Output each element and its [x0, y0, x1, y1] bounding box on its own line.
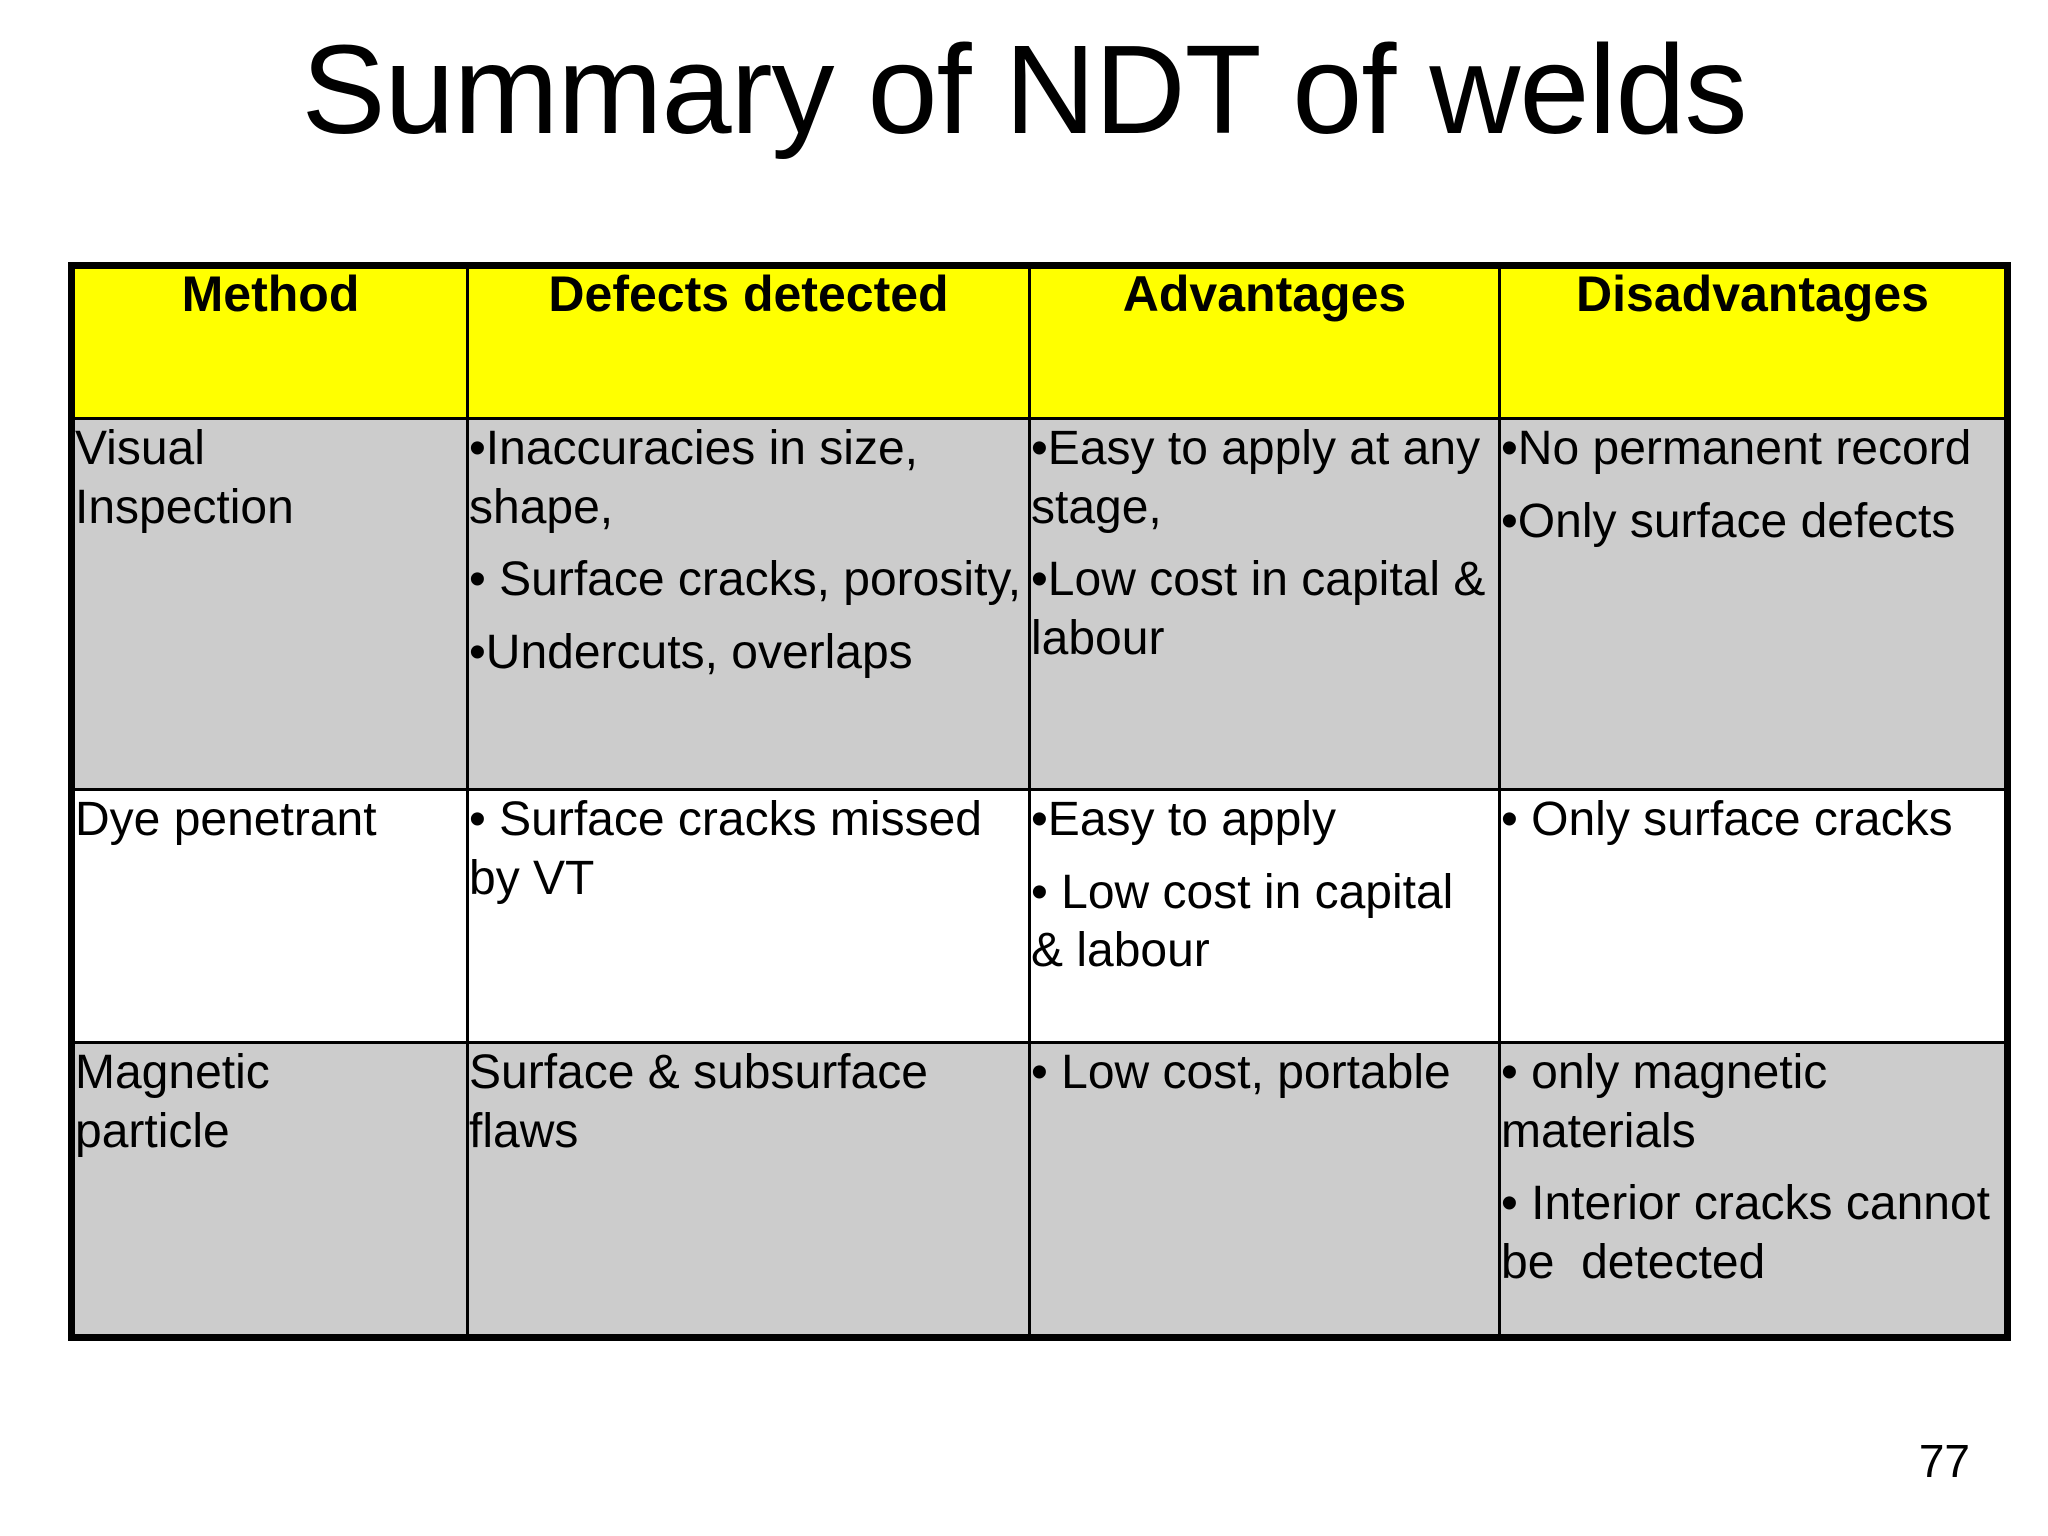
- cell-paragraph: • Interior cracks cannot be detected: [1501, 1177, 2004, 1289]
- cell-advantages: •Easy to apply • Low cost in capital & la…: [1028, 788, 1501, 1044]
- cell-disadvantages: •No permanent record •Only surface defect…: [1498, 417, 2009, 791]
- cell-method: Dye penetrant: [70, 788, 469, 1044]
- cell-paragraph: •Low cost in capital & labour: [1031, 553, 1499, 665]
- table-body: Visual Inspection •Inaccuracies in size,…: [70, 417, 2009, 1339]
- column-header-disadvantages: Disadvantages: [1498, 264, 2009, 420]
- cell-paragraph: • Only surface cracks: [1501, 793, 1953, 846]
- column-header-defects: Defects detected: [466, 264, 1031, 420]
- table-header: Method Defects detected Advantages Disad…: [70, 264, 2009, 420]
- table-row: Dye penetrant • Surface cracks missed by…: [70, 788, 2009, 1044]
- slide-page-number: 77: [1918, 1435, 1970, 1487]
- cell-paragraph: • Surface cracks missed by VT: [469, 793, 996, 905]
- cell-defects: •Inaccuracies in size, shape, • Surface c…: [466, 417, 1031, 791]
- cell-paragraph: • Low cost, portable: [1031, 1046, 1451, 1099]
- cell-paragraph: •Only surface defects: [1501, 494, 1956, 548]
- cell-advantages: •Easy to apply at any stage, •Low cost in…: [1028, 417, 1501, 791]
- column-header-method: Method: [70, 264, 469, 420]
- cell-method: Magnetic particle: [70, 1041, 469, 1339]
- cell-paragraph: •Easy to apply at any stage,: [1031, 422, 1494, 534]
- cell-advantages: • Low cost, portable: [1028, 1041, 1501, 1339]
- cell-paragraph: Visual Inspection: [75, 422, 294, 534]
- table-header-row: Method Defects detected Advantages Disad…: [70, 264, 2009, 420]
- table-row: Magnetic particle Surface & subsurface f…: [70, 1041, 2009, 1339]
- cell-paragraph: Surface & subsurface flaws: [469, 1046, 942, 1158]
- page-title: Summary of NDT of welds: [301, 19, 1747, 160]
- cell-disadvantages: • only magnetic materials • Interior crac…: [1498, 1041, 2009, 1339]
- cell-paragraph: • only magnetic materials: [1501, 1046, 1841, 1158]
- cell-paragraph: • Surface cracks, porosity,: [469, 553, 1022, 607]
- cell-defects: • Surface cracks missed by VT: [466, 788, 1031, 1044]
- cell-paragraph: • Low cost in capital & labour: [1031, 865, 1467, 978]
- cell-paragraph: •Easy to apply: [1031, 793, 1336, 846]
- ndt-summary-table: Method Defects detected Advantages Disad…: [68, 262, 2011, 1341]
- cell-paragraph: •Undercuts, overlaps: [469, 625, 913, 679]
- cell-paragraph: Magnetic particle: [75, 1046, 270, 1158]
- cell-paragraph: •Inaccuracies in size, shape,: [469, 422, 932, 534]
- cell-disadvantages: • Only surface cracks: [1498, 788, 2009, 1044]
- cell-paragraph: Dye penetrant: [75, 793, 377, 846]
- cell-defects: Surface & subsurface flaws: [466, 1041, 1031, 1339]
- cell-method: Visual Inspection: [70, 417, 469, 791]
- cell-paragraph: •No permanent record: [1501, 422, 1972, 475]
- column-header-advantages: Advantages: [1028, 264, 1501, 420]
- ndt-summary-table-container: Method Defects detected Advantages Disad…: [68, 262, 2011, 1341]
- table-row: Visual Inspection •Inaccuracies in size,…: [70, 417, 2009, 791]
